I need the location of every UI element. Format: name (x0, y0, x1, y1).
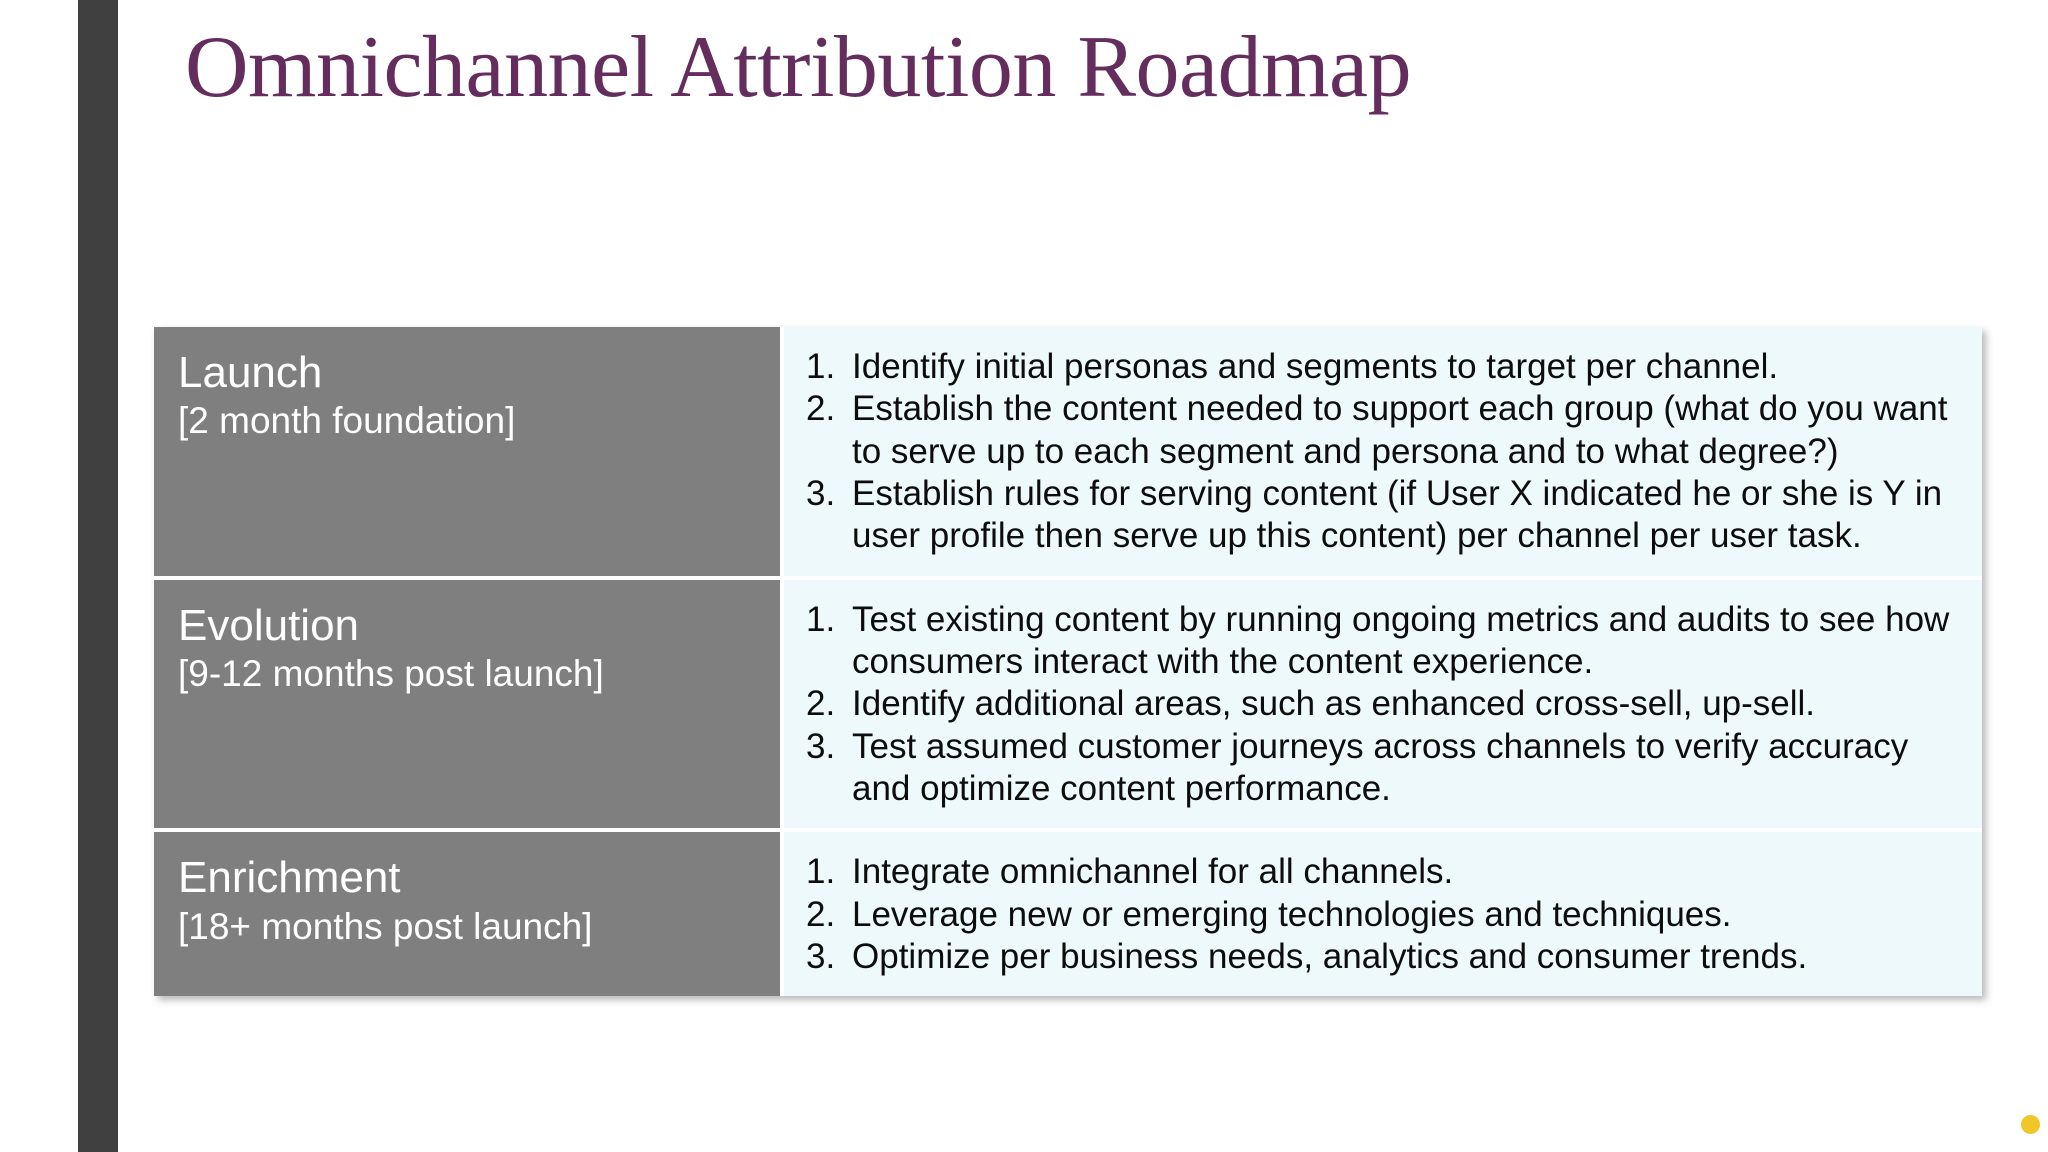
list-item-text: Establish rules for serving content (if … (852, 474, 1943, 556)
detail-list: 1. Identify initial personas and segment… (806, 346, 1954, 558)
list-item: 2. Leverage new or emerging technologies… (806, 894, 1954, 936)
phase-period: [2 month foundation] (178, 400, 516, 442)
phase-name: Evolution (178, 600, 360, 650)
list-item: 2. Establish the content needed to suppo… (806, 388, 1954, 473)
list-item-number: 3. (806, 474, 836, 514)
page-title: Omnichannel Attribution Roadmap (185, 19, 1412, 116)
list-item: 3. Establish rules for serving content (… (806, 473, 1954, 558)
list-item-number: 2. (806, 389, 836, 429)
list-item-text: Establish the content needed to support … (852, 389, 1948, 471)
detail-list: 1. Test existing content by running ongo… (806, 599, 1954, 811)
list-item-number: 2. (806, 894, 836, 934)
list-item-number: 2. (806, 684, 836, 724)
list-item-text: Identify initial personas and segments t… (852, 347, 1779, 386)
list-item-text: Leverage new or emerging technologies an… (852, 894, 1732, 934)
phase-period: [9-12 months post launch] (178, 652, 604, 694)
list-item: 3. Test assumed customer journeys across… (806, 726, 1954, 811)
phase-cell-launch: Launch [2 month foundation] (154, 327, 784, 576)
table-row: Evolution [9-12 months post launch] 1. T… (154, 579, 1982, 833)
left-accent-bar (78, 0, 118, 1152)
phase-name: Launch (178, 348, 323, 397)
list-item-text: Identify additional areas, such as enhan… (852, 684, 1816, 724)
corner-accent-dot (2021, 1115, 2040, 1134)
list-item: 1. Identify initial personas and segment… (806, 346, 1954, 388)
list-item-number: 3. (806, 937, 836, 977)
list-item: 1. Integrate omnichannel for all channel… (806, 851, 1954, 893)
list-item: 3. Optimize per business needs, analytic… (806, 936, 1954, 978)
detail-cell-enrichment: 1. Integrate omnichannel for all channel… (784, 832, 1982, 997)
list-item-text: Integrate omnichannel for all channels. (852, 852, 1454, 892)
phase-cell-enrichment: Enrichment [18+ months post launch] (154, 832, 784, 997)
list-item-number: 1. (806, 852, 836, 892)
roadmap-table: Launch [2 month foundation] 1. Identify … (154, 327, 1982, 997)
detail-cell-evolution: 1. Test existing content by running ongo… (784, 579, 1982, 829)
list-item-number: 1. (806, 347, 836, 386)
list-item-number: 3. (806, 726, 836, 766)
list-item-text: Test existing content by running ongoing… (852, 599, 1950, 682)
table-row: Launch [2 month foundation] 1. Identify … (154, 327, 1982, 580)
phase-period: [18+ months post launch] (178, 905, 593, 947)
phase-name: Enrichment (178, 853, 401, 903)
list-item-text: Test assumed customer journeys across ch… (852, 726, 1909, 809)
table-row: Enrichment [18+ months post launch] 1. I… (154, 832, 1982, 997)
list-item: 2. Identify additional areas, such as en… (806, 683, 1954, 725)
phase-cell-evolution: Evolution [9-12 months post launch] (154, 579, 784, 829)
list-item: 1. Test existing content by running ongo… (806, 599, 1954, 684)
detail-list: 1. Integrate omnichannel for all channel… (806, 851, 1954, 978)
detail-cell-launch: 1. Identify initial personas and segment… (784, 327, 1982, 576)
list-item-text: Optimize per business needs, analytics a… (852, 937, 1808, 977)
list-item-number: 1. (806, 599, 836, 639)
